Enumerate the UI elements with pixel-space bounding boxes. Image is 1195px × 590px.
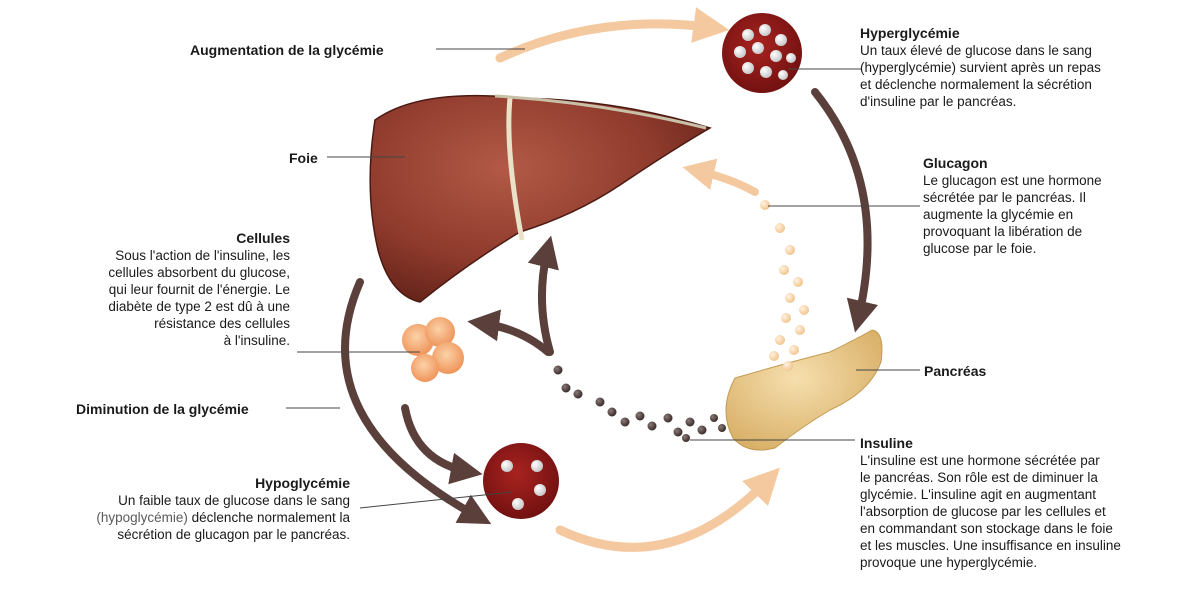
label-diminution-glycemie: Diminution de la glycémie (76, 400, 249, 418)
insulin-line: en commandant son stockage dans le foie (860, 520, 1190, 537)
cells-title: Cellules (40, 229, 290, 247)
glucagon-line: provoquant la libération de (923, 223, 1183, 240)
arrow-up-to-hyperglycemia (500, 24, 715, 58)
arrow-insulin-to-liver (542, 248, 550, 352)
cells-line: qui leur fournit de l'énergie. Le (40, 281, 290, 298)
cells-line: cellules absorbent du glucose, (40, 264, 290, 281)
glucagon-block: Glucagon Le glucagon est une hormone séc… (923, 154, 1183, 257)
insulin-line: L'insuline est une hormone sécrétée par (860, 452, 1190, 469)
cells-illustration (402, 317, 464, 382)
insulin-line: le pancréas. Son rôle est de diminuer la (860, 469, 1190, 486)
insulin-line: glycémie. L'insuline agit en augmentant (860, 486, 1190, 503)
glucagon-line: augmente la glycémie en (923, 206, 1183, 223)
hyperglycemia-blood-circle (722, 13, 802, 93)
cells-line: à l'insuline. (40, 332, 290, 349)
hypoglycemia-highlight: (hypoglycémie) (96, 510, 188, 525)
hypoglycemia-line: Un faible taux de glucose dans le sang (20, 492, 350, 509)
insulin-block: Insuline L'insuline est une hormone sécr… (860, 434, 1190, 571)
pancreas-illustration (726, 330, 882, 450)
label-augmentation-glycemie: Augmentation de la glycémie (190, 41, 384, 59)
insulin-line: et les muscles. Une insuffisance en insu… (860, 537, 1190, 554)
hyperglycemia-line: Un taux élevé de glucose dans le sang (860, 42, 1190, 59)
insulin-line: provoque une hyperglycémie. (860, 554, 1190, 571)
arrow-left-down-to-hypoglycemia (345, 282, 480, 518)
glucagon-line: sécrétée par le pancréas. Il (923, 189, 1183, 206)
hypoglycemia-line: sécrétion de glucagon par le pancréas. (20, 526, 350, 543)
cells-line: résistance des cellules (40, 315, 290, 332)
insulin-title: Insuline (860, 434, 1190, 452)
hyperglycemia-block: Hyperglycémie Un taux élevé de glucose d… (860, 24, 1190, 110)
hypoglycemia-line-2: (hypoglycémie) déclenche normalement la (20, 509, 350, 526)
hypoglycemia-line-2-rest: déclenche normalement la (188, 510, 350, 525)
label-pancreas: Pancréas (924, 362, 986, 380)
label-foie: Foie (289, 149, 318, 167)
arrow-hypo-to-pancreas (560, 478, 770, 547)
cells-line: Sous l'action de l'insuline, les (40, 247, 290, 264)
hyperglycemia-title: Hyperglycémie (860, 24, 1190, 42)
hyperglycemia-line: et déclenche normalement la sécrétion (860, 76, 1190, 93)
hypoglycemia-title: Hypoglycémie (20, 474, 350, 492)
hyperglycemia-line: (hyperglycémie) survient après un repas (860, 59, 1190, 76)
glucagon-dots (760, 200, 809, 371)
insulin-dots (554, 366, 727, 443)
arrow-glucagon-to-liver (695, 170, 755, 192)
glucagon-line: glucose par le foie. (923, 240, 1183, 257)
arrow-cells-to-hypoglycemia (405, 408, 470, 472)
glucagon-line: Le glucagon est une hormone (923, 172, 1183, 189)
insulin-line: l'absorption de glucose par les cellules… (860, 503, 1190, 520)
hypoglycemia-blood-circle (483, 443, 559, 519)
cells-line: diabète de type 2 est dû à une (40, 298, 290, 315)
glucagon-title: Glucagon (923, 154, 1183, 172)
hyperglycemia-line: d'insuline par le pancréas. (860, 93, 1190, 110)
cells-block: Cellules Sous l'action de l'insuline, le… (40, 229, 290, 349)
hypoglycemia-block: Hypoglycémie Un faible taux de glucose d… (20, 474, 350, 543)
arrow-insulin-to-cells (480, 323, 548, 352)
